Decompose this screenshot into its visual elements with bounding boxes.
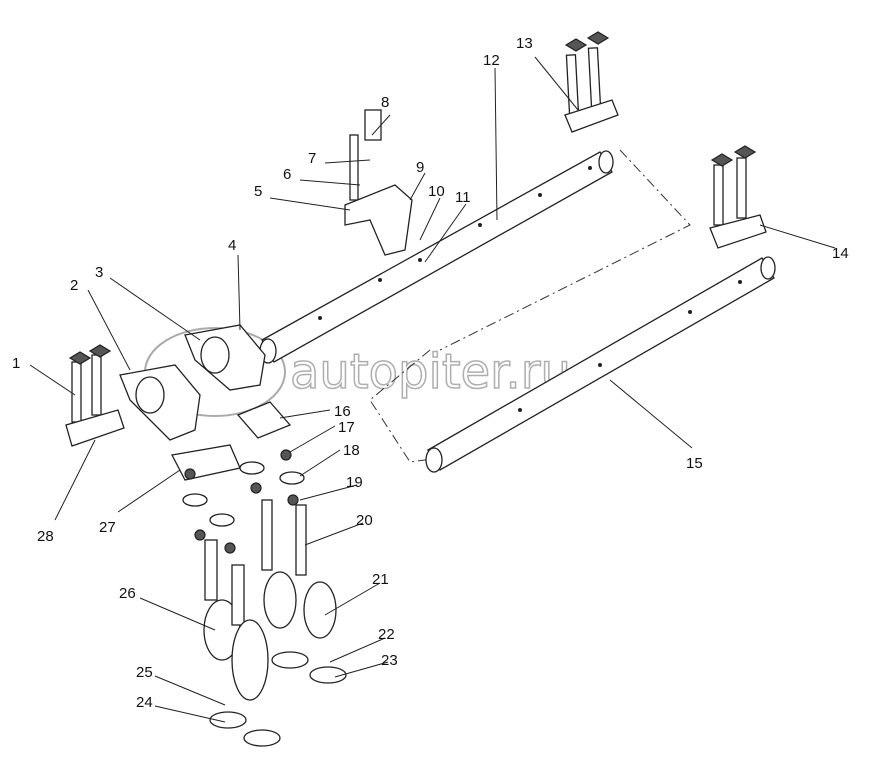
bridge-27 — [171, 444, 241, 481]
valve-4 — [295, 504, 347, 684]
callout-labels: 1 2 3 4 5 6 7 8 9 10 11 12 13 14 15 16 1… — [12, 35, 849, 711]
rocker-shaft-upper — [259, 150, 614, 364]
valve-3 — [261, 499, 309, 669]
callout-20: 20 — [356, 512, 373, 529]
callout-5: 5 — [254, 183, 262, 200]
callout-12: 12 — [483, 52, 500, 69]
callout-9: 9 — [416, 159, 424, 176]
callout-25: 25 — [136, 664, 153, 681]
rocker-shaft-lower — [425, 256, 776, 473]
callout-15: 15 — [686, 455, 703, 472]
bracket-13 — [564, 31, 619, 133]
callout-8: 8 — [381, 94, 389, 111]
callout-24: 24 — [136, 694, 153, 711]
rocker-bracket-5 — [344, 109, 413, 256]
bridge-16 — [236, 401, 292, 439]
callout-23: 23 — [381, 652, 398, 669]
bracket-14 — [709, 145, 767, 249]
callout-10: 10 — [428, 183, 445, 200]
callout-7: 7 — [308, 150, 316, 167]
callout-13: 13 — [516, 35, 533, 52]
assembly-line-upper — [439, 149, 691, 351]
callout-2: 2 — [70, 277, 78, 294]
leader-lines — [29, 56, 836, 723]
callout-18: 18 — [343, 442, 360, 459]
callout-1: 1 — [12, 355, 20, 372]
bracket-28 — [65, 344, 125, 447]
watermark: autopiter.ru — [144, 327, 572, 417]
callout-3: 3 — [95, 264, 103, 281]
callout-4: 4 — [228, 237, 236, 254]
callout-27: 27 — [99, 519, 116, 536]
valve-1 — [203, 539, 247, 729]
valve-assemblies — [182, 449, 347, 747]
callout-14: 14 — [832, 245, 849, 262]
watermark-text: autopiter.ru — [290, 344, 571, 400]
rocker-arm-2 — [119, 364, 201, 441]
callout-26: 26 — [119, 585, 136, 602]
assembly-line-lower — [369, 349, 441, 463]
callout-28: 28 — [37, 528, 54, 545]
callout-16: 16 — [334, 403, 351, 420]
callout-6: 6 — [283, 166, 291, 183]
callout-11: 11 — [455, 189, 471, 206]
callout-17: 17 — [338, 419, 355, 436]
callout-21: 21 — [372, 571, 389, 588]
valve-2 — [231, 564, 281, 747]
callout-19: 19 — [346, 474, 363, 491]
callout-22: 22 — [378, 626, 395, 643]
washers — [182, 449, 305, 554]
